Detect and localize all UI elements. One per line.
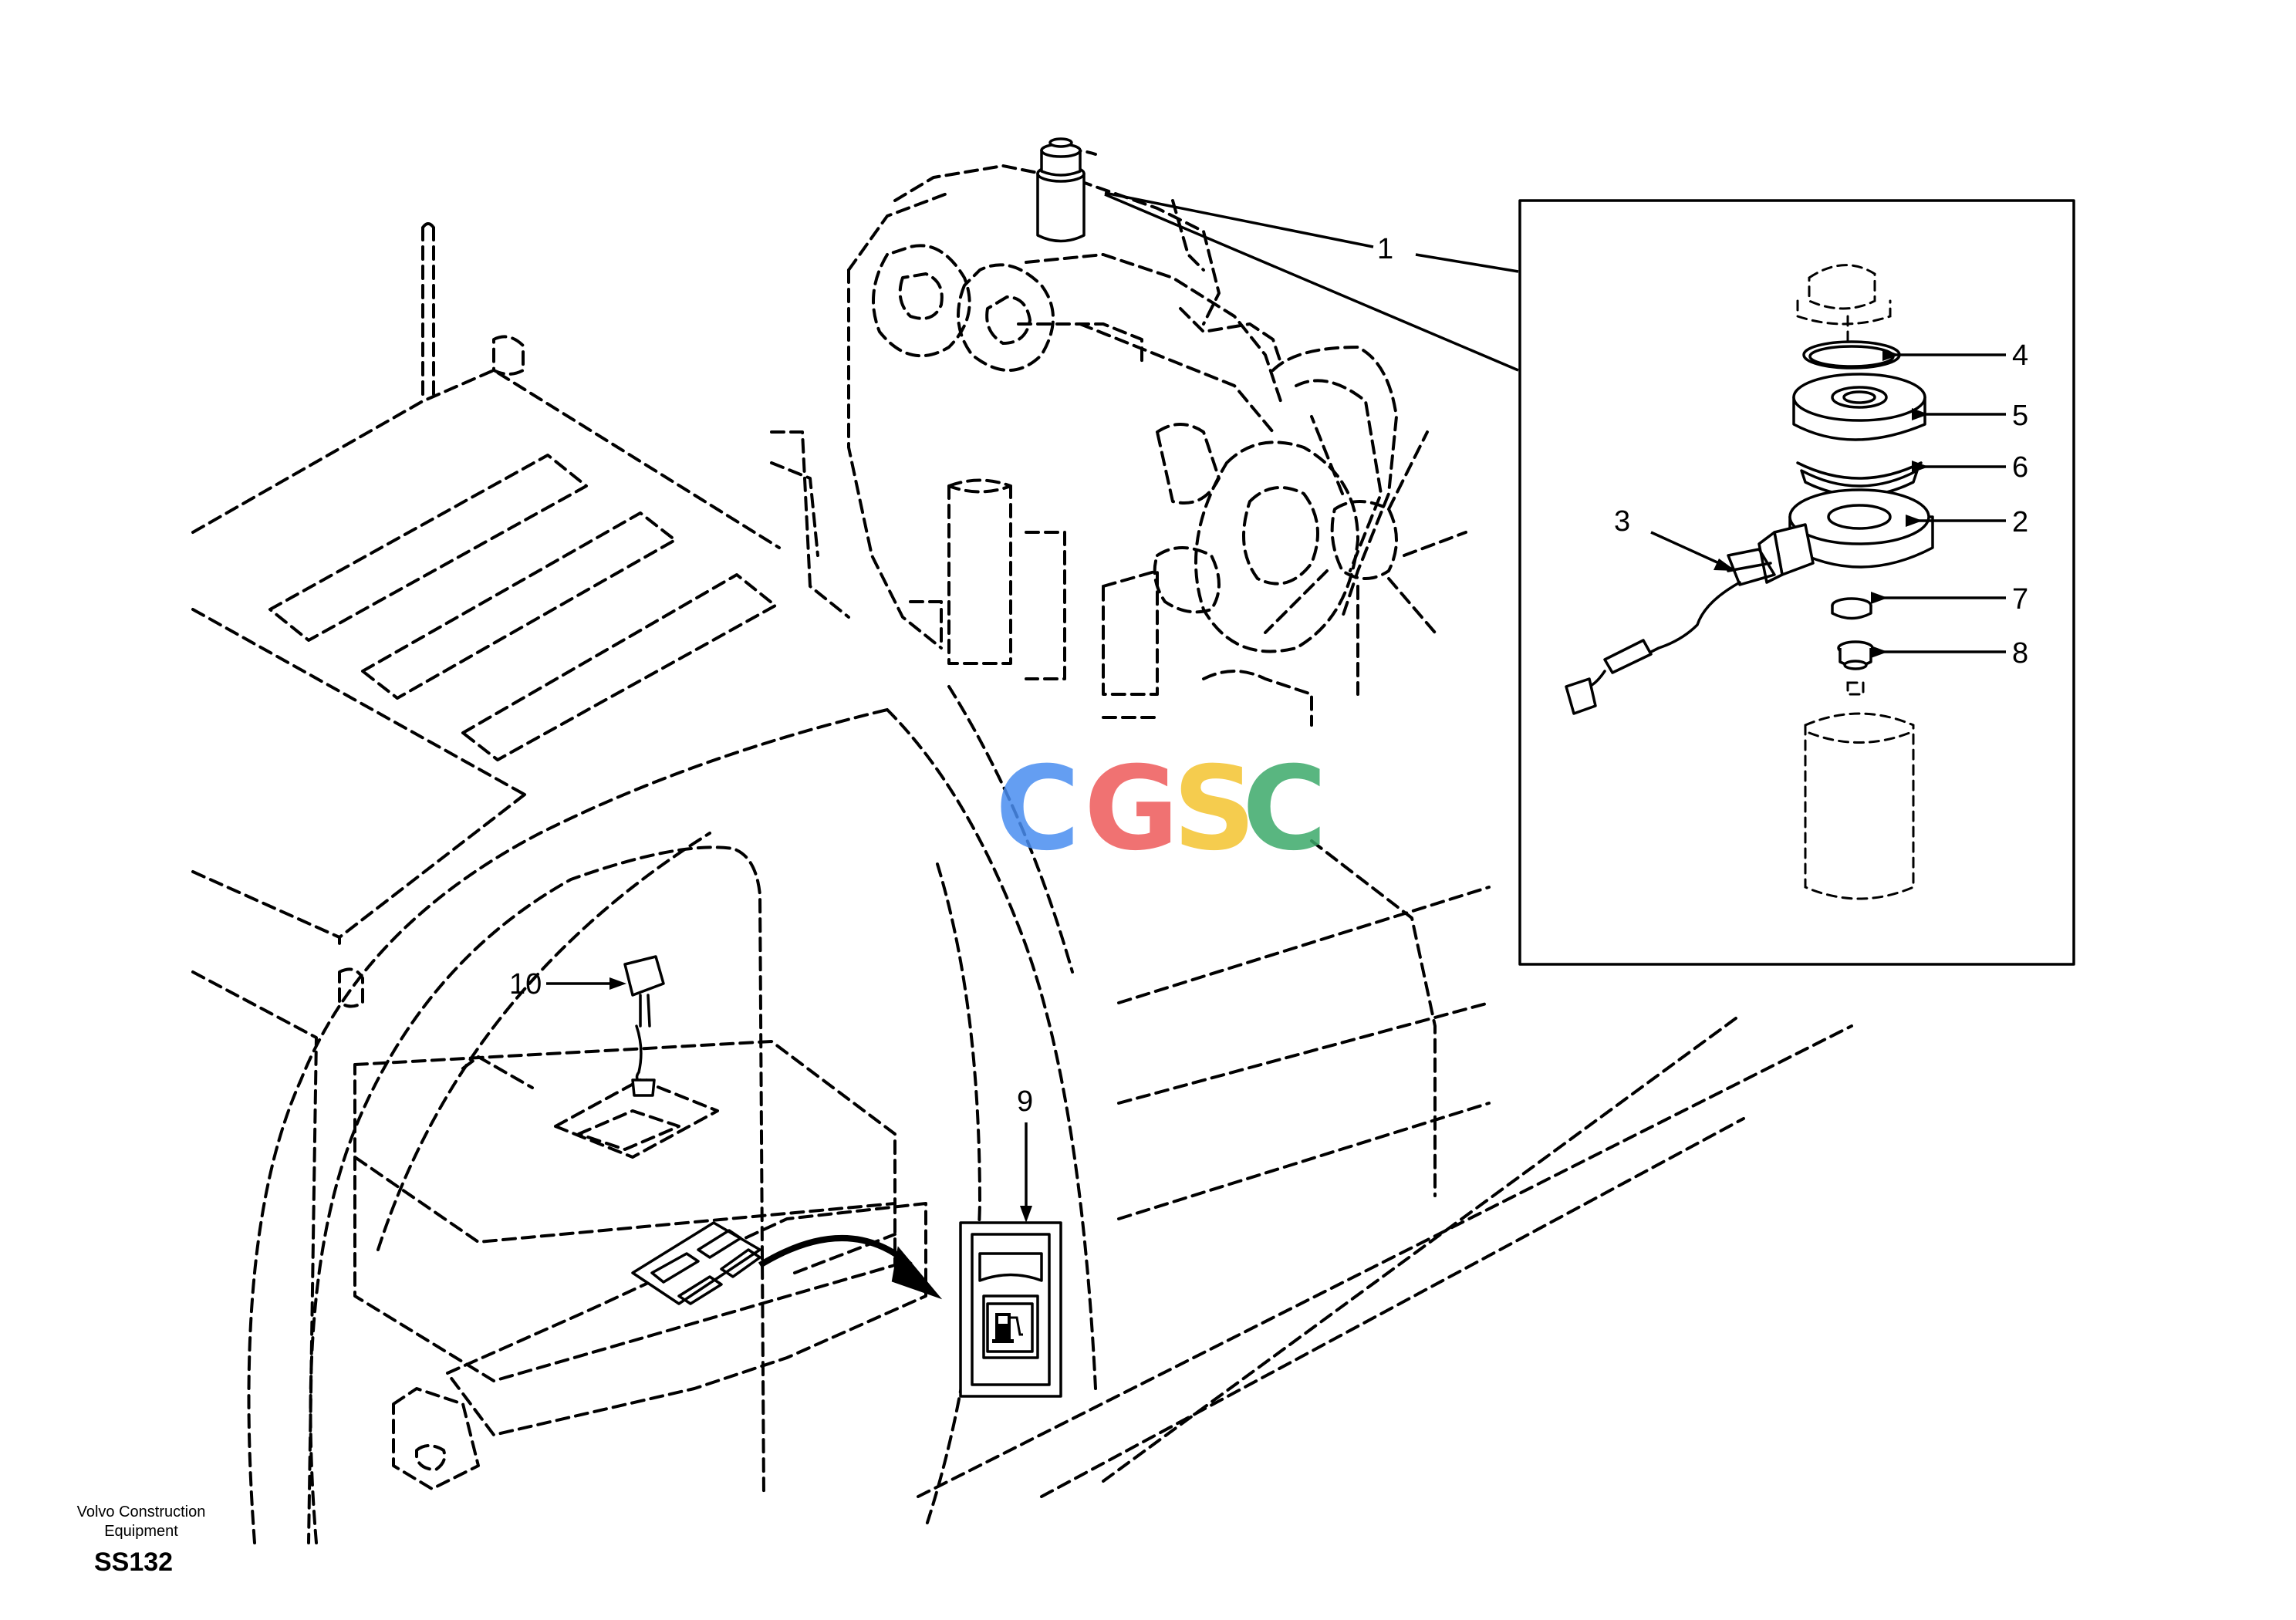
cgsc-watermark: C G S C — [995, 742, 1327, 876]
company-name-line2: Equipment — [104, 1523, 178, 1540]
watermark-letter-2: G — [1084, 742, 1179, 876]
curved-arrow — [758, 1235, 913, 1268]
callout-7: 7 — [2012, 583, 2028, 616]
watermark-letter-4: C — [1242, 742, 1327, 876]
filter-head-part2 — [1757, 488, 1934, 584]
watermark-letter-1: C — [995, 742, 1080, 876]
callout-4: 4 — [2012, 339, 2028, 372]
valve-part8 — [1837, 640, 1874, 670]
fuel-filter-on-engine — [1036, 137, 1086, 243]
company-name-line1: Volvo Construction — [76, 1504, 206, 1520]
callout-5: 5 — [2012, 400, 2028, 432]
connector-part10 — [623, 955, 665, 1097]
engine-outline — [770, 149, 1467, 727]
ring-part5 — [1792, 373, 1926, 441]
callout-labels: 1 2 3 4 5 6 7 8 9 10 — [509, 233, 2028, 1118]
sensor-cable-part3 — [1565, 548, 1776, 715]
callout-10: 10 — [509, 968, 542, 1001]
callout-2: 2 — [2012, 506, 2028, 538]
relay-block — [631, 1221, 761, 1305]
machine-outline — [191, 222, 1853, 1544]
detail-box — [1518, 199, 2075, 966]
callout-3: 3 — [1614, 505, 1630, 538]
fuel-switch-part9[interactable] — [959, 1221, 1062, 1398]
plug-part7 — [1831, 597, 1872, 620]
drawing-code: SS132 — [94, 1547, 174, 1577]
filter-head-exploded — [1565, 264, 1934, 900]
watermark-letter-3: S — [1173, 742, 1256, 876]
callout-8: 8 — [2012, 637, 2028, 670]
fuel-pump-icon — [992, 1313, 1023, 1343]
callout-9: 9 — [1017, 1085, 1033, 1118]
callout-6: 6 — [2012, 451, 2028, 484]
callout-1: 1 — [1377, 233, 1393, 265]
callout-leaders — [546, 349, 2006, 1223]
